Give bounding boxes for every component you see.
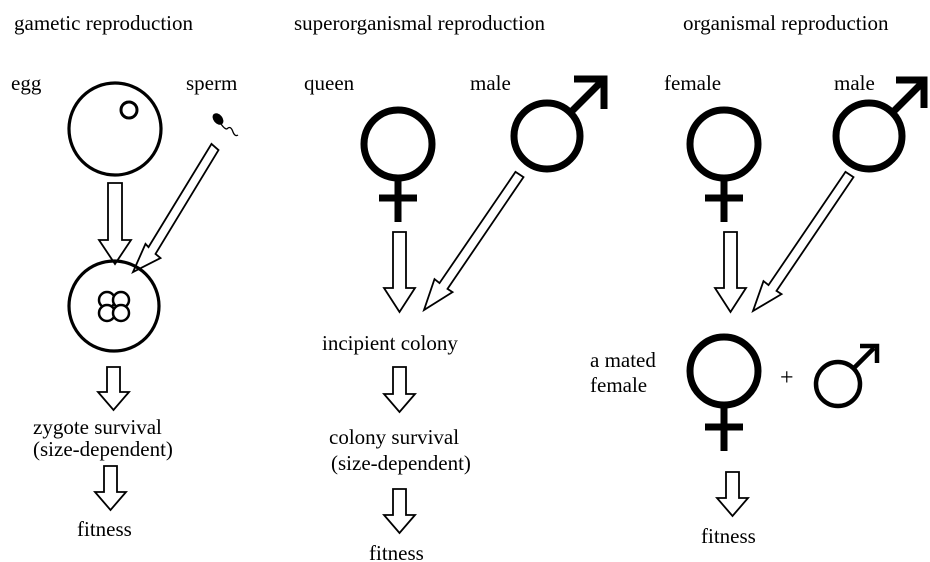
female-symbol-icon	[686, 106, 762, 222]
zygote-survival-note: (size-dependent)	[33, 437, 173, 461]
colony-survival-label: colony survival	[329, 425, 460, 449]
female-label: female	[664, 71, 722, 95]
zygote-survival-label: zygote survival	[33, 415, 162, 439]
sperm-cell-icon	[212, 113, 239, 137]
male-diagonal-arrow	[422, 170, 525, 313]
plus-sign: +	[780, 365, 794, 391]
organismal-fitness-label: fitness	[701, 524, 756, 548]
panel-title-organismal: organismal reproduction	[683, 11, 889, 35]
queen-down-arrow	[382, 231, 417, 314]
gametic-fitness-label: fitness	[77, 517, 132, 541]
egg-down-arrow	[97, 182, 133, 266]
panel-title-gametic: gametic reproduction	[14, 11, 194, 35]
incipient-colony-down-arrow	[382, 366, 417, 414]
queen-female-symbol-icon	[360, 106, 436, 222]
colony-survival-note: (size-dependent)	[331, 451, 471, 475]
sperm-label: sperm	[186, 71, 238, 95]
male-diagonal-arrow	[751, 170, 855, 314]
sperm-diagonal-arrow	[131, 142, 220, 274]
queen-label: queen	[304, 71, 355, 95]
zygote-icon	[69, 261, 159, 351]
panel-title-superorganismal: superorganismal reproduction	[294, 11, 545, 35]
colony-survival-down-arrow	[382, 488, 417, 535]
male-label: male	[470, 71, 511, 95]
female-down-arrow	[713, 231, 748, 314]
incipient-colony-label: incipient colony	[322, 331, 458, 355]
male-label: male	[834, 71, 875, 95]
superorganismal-fitness-label: fitness	[369, 541, 424, 562]
mated-female-label-line1: a mated	[590, 348, 656, 372]
male-symbol-icon	[510, 75, 608, 173]
egg-label: egg	[11, 71, 42, 95]
male-symbol-icon	[832, 76, 928, 173]
egg-cell-icon	[69, 83, 161, 175]
zygote-down-arrow	[96, 366, 131, 412]
zygote-survival-down-arrow	[93, 465, 128, 512]
mated-female-symbol-icon	[686, 333, 762, 451]
mated-female-down-arrow	[715, 471, 750, 518]
mated-female-label-line2: female	[590, 373, 648, 397]
small-male-symbol-icon	[813, 343, 880, 409]
